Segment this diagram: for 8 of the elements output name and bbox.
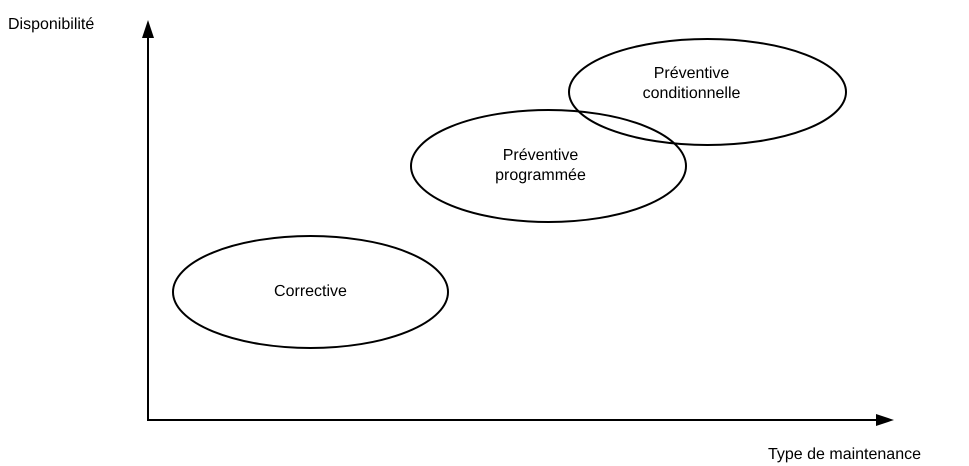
- node-label: Corrective: [274, 282, 347, 302]
- ellipse-node: [568, 38, 847, 146]
- axis-label: Type de maintenance: [768, 446, 921, 464]
- node-label: Préventive conditionnelle: [642, 64, 742, 104]
- axis-label: Disponibilité: [8, 16, 94, 34]
- ellipse-node: [172, 235, 449, 349]
- ellipse-node: [410, 109, 687, 223]
- node-label: Préventive programmée: [494, 146, 587, 186]
